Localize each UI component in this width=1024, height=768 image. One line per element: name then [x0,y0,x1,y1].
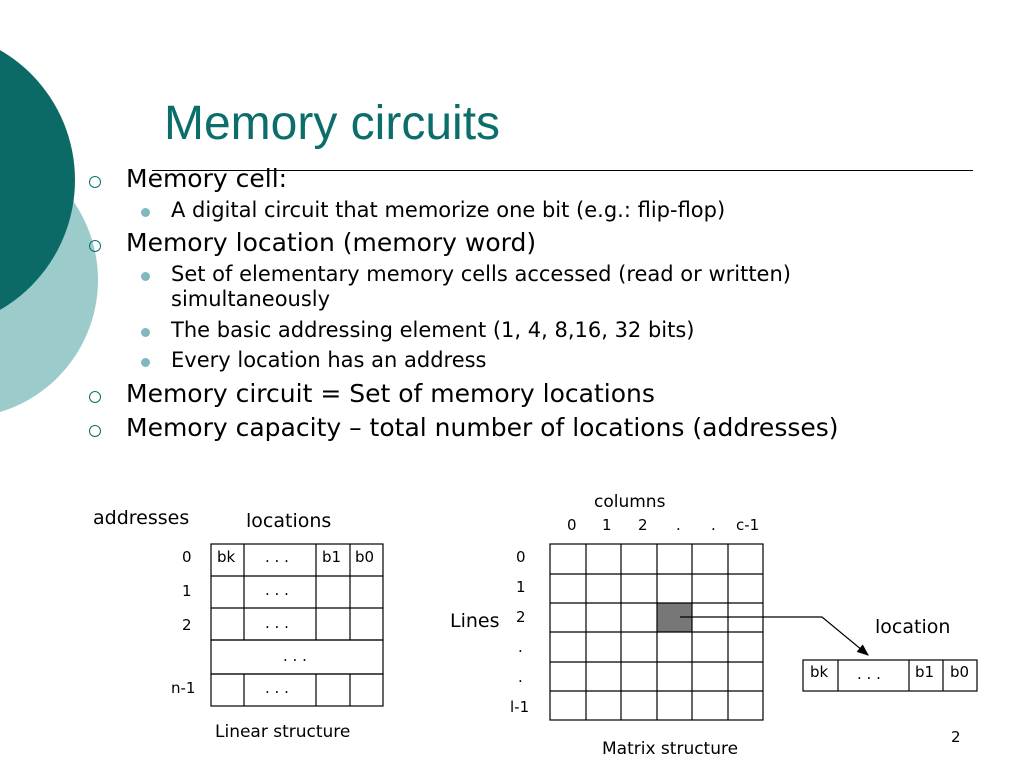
bullet-text-continuation: simultaneously [171,287,331,311]
line-index: . [518,668,523,686]
bullet-text: Memory circuit = Set of memory locations [126,379,655,408]
addresses-label: addresses [93,507,189,529]
row-address: 2 [182,616,192,634]
location-cell-b0: b0 [950,663,969,681]
matrix-structure: columns 0 1 2 . . c-1 0 1 2 . . l-1 Line… [450,492,764,759]
location-label: location [875,616,950,638]
cell-bk: bk [217,548,236,566]
column-index: . [676,516,681,534]
line-index: l-1 [510,698,529,716]
line-index: 0 [516,548,526,566]
bullet-text: Memory capacity – total number of locati… [126,413,839,442]
matrix-caption: Matrix structure [602,739,738,759]
location-cell-bk: bk [810,663,829,681]
page-number: 2 [951,728,961,746]
gap-dots: . . . [283,647,307,665]
linear-last-row [210,673,384,707]
location-detail: location bk . . . b1 b0 [680,616,978,692]
row-address: 0 [182,548,192,566]
column-index: 1 [602,516,612,534]
cell-dots: . . . [265,679,289,697]
column-index: c-1 [736,516,759,534]
location-cell-b1: b1 [915,663,934,681]
column-index: 2 [638,516,648,534]
column-index: . [711,516,716,534]
bullet-text: Every location has an address [171,348,487,372]
circle-bullet-icon [89,391,101,403]
bullet-text: The basic addressing element (1, 4, 8,16… [171,318,695,342]
circle-bullet-icon [89,176,101,188]
cell-dots: . . . [265,581,289,599]
row-address: 1 [182,582,192,600]
dot-bullet-icon [141,328,150,337]
cell-dots: . . . [265,548,289,566]
dot-bullet-icon [141,272,150,281]
matrix-grid [549,543,764,721]
linear-structure: addresses locations 0 1 2 n-1 bk . . . b… [93,507,384,742]
bullet-text: Memory location (memory word) [126,228,537,257]
location-word [802,659,978,692]
location-cell-dots: . . . [857,665,881,683]
dot-bullet-icon [141,358,150,367]
dark-circle [0,50,75,310]
cell-dots: . . . [265,614,289,632]
cell-b1: b1 [322,548,341,566]
line-index: 2 [516,608,526,626]
line-index: . [518,638,523,656]
title-divider [152,170,973,171]
bullet-text: A digital circuit that memorize one bit … [171,198,726,222]
linear-caption: Linear structure [215,722,350,742]
columns-label: columns [594,492,666,512]
cell-b0: b0 [355,548,374,566]
dot-bullet-icon [141,208,150,217]
decorative-circles [0,50,98,413]
location-arrow [680,616,869,656]
row-address: n-1 [171,679,195,697]
slide-title: Memory circuits [164,97,501,150]
bullet-text: Set of elementary memory cells accessed … [171,262,791,286]
circle-bullet-icon [89,425,101,437]
line-index: 1 [516,578,526,596]
bullet-text: Memory cell: [126,164,288,193]
locations-label: locations [246,510,331,532]
column-index: 0 [567,516,577,534]
lines-label: Lines [450,610,500,632]
circle-bullet-icon [89,240,101,252]
